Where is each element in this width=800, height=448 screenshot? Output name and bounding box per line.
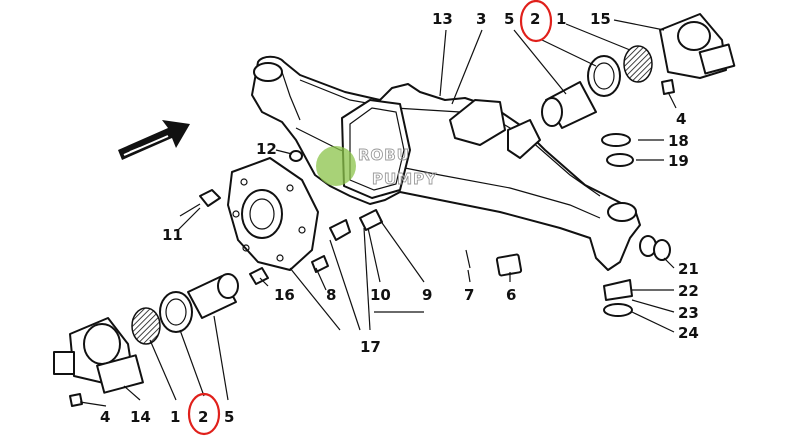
callout-4-top: 4 [676, 110, 686, 128]
callout-22: 22 [678, 282, 699, 300]
callout-23: 23 [678, 304, 699, 322]
callout-21: 21 [678, 260, 699, 278]
callout-2-top: 2 [530, 10, 540, 28]
callout-7: 7 [464, 286, 474, 304]
lower-bushing-assembly [53, 273, 239, 407]
watermark-line2: PUMPY [372, 170, 437, 188]
callout-9: 9 [422, 286, 432, 304]
callout-5-bottom: 5 [224, 408, 234, 426]
upper-bushing-assembly [541, 13, 736, 129]
center-flange [227, 157, 319, 271]
callout-14: 14 [130, 408, 151, 426]
right-washers [601, 133, 671, 317]
leader-lines [79, 19, 677, 407]
watermark: ROBU PUMPY [316, 146, 437, 188]
callout-1-bottom: 1 [170, 408, 180, 426]
callout-19: 19 [668, 152, 689, 170]
callout-6: 6 [506, 286, 516, 304]
highlight-bottom [187, 392, 221, 436]
highlight-circles [187, 0, 553, 436]
callout-12: 12 [256, 140, 277, 158]
callout-13-top: 13 [432, 10, 453, 28]
axle-housing [251, 55, 641, 271]
callout-11: 11 [162, 226, 183, 244]
callout-3: 3 [476, 10, 486, 28]
callout-17: 17 [360, 338, 381, 356]
callout-8: 8 [326, 286, 336, 304]
callout-2-bottom: 2 [198, 408, 208, 426]
callout-1-top: 1 [556, 10, 566, 28]
callout-18: 18 [668, 132, 689, 150]
callout-5-top: 5 [504, 10, 514, 28]
callout-10: 10 [370, 286, 391, 304]
callout-24: 24 [678, 324, 699, 342]
callout-16: 16 [274, 286, 295, 304]
watermark-line1: ROBU [358, 146, 410, 164]
callout-labels: 13 3 5 2 1 15 4 12 18 19 11 16 8 10 9 7 … [100, 10, 699, 426]
callout-4-bottom: 4 [100, 408, 110, 426]
direction-arrow [118, 120, 190, 160]
callout-15: 15 [590, 10, 611, 28]
highlight-top [519, 0, 553, 43]
